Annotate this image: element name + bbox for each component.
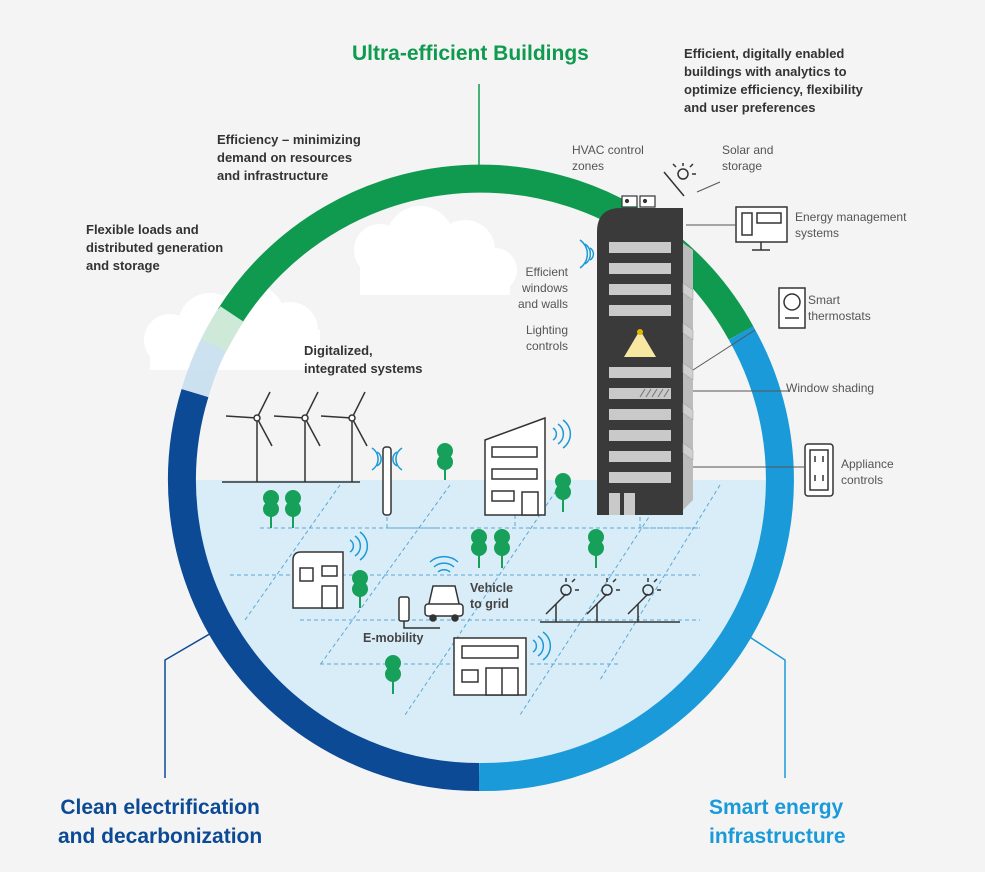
callout-lines (686, 181, 805, 468)
light-cone-icon (624, 330, 656, 357)
ev-charger-icon (398, 596, 440, 629)
ring-light-blue-segment (478, 326, 794, 792)
heading-smart-energy-infrastructure: Smart energy infrastructure (709, 796, 846, 848)
label-energy-management-systems: Energy management systems (795, 210, 907, 240)
tree-icon (437, 443, 453, 480)
solar-panels (540, 578, 680, 623)
electric-car-icon (424, 555, 464, 622)
label-smart-thermostats: Smart thermostats (808, 293, 871, 323)
leader-light-blue (741, 631, 786, 778)
house-icon (292, 531, 369, 609)
shading-hatch (639, 388, 670, 398)
label-e-mobility: E-mobility (363, 631, 424, 645)
label-hvac-control-zones: HVAC control zones (572, 143, 644, 173)
label-appliance-controls: Appliance controls (841, 457, 894, 487)
store-building-icon (453, 631, 552, 696)
leader-dark-blue (164, 631, 214, 778)
tree-icon (555, 473, 571, 512)
heading-ultra-efficient-buildings: Ultra-efficient Buildings (352, 42, 589, 65)
skyscraper (579, 163, 696, 515)
tree-icon (471, 529, 487, 568)
heading-clean-electrification: Clean electrification and decarbonizatio… (58, 796, 263, 848)
annotation-digitalized: Digitalized, integrated systems (304, 343, 423, 376)
label-vehicle-to-grid: Vehicle to grid (470, 581, 514, 611)
tree-icon (352, 570, 368, 608)
tree-icon (385, 655, 401, 694)
energy-management-icon (735, 206, 788, 251)
tree-icon (263, 490, 279, 528)
cloud-top (354, 206, 517, 295)
wind-turbines (222, 391, 368, 483)
thermostat-icon (778, 287, 806, 329)
solar-panel-icon (586, 578, 620, 622)
wind-turbine-icon (273, 391, 321, 482)
label-solar-and-storage: Solar and storage (722, 143, 774, 173)
label-window-shading: Window shading (786, 381, 875, 395)
label-efficient-windows: Efficient windows and walls (517, 265, 568, 311)
outlet-icon (804, 443, 834, 497)
smart-pole-icon (371, 446, 403, 516)
trees (263, 443, 604, 694)
skyscraper-floors (609, 242, 671, 483)
wind-turbine-icon (320, 391, 368, 482)
network-lines (230, 484, 721, 716)
annotation-efficient-buildings: Efficient, digitally enabled buildings w… (684, 46, 863, 115)
office-building-icon (484, 416, 572, 516)
annotation-flexible-loads: Flexible loads and distributed generatio… (86, 222, 224, 273)
roof-solar-icon (663, 163, 696, 197)
tree-icon (588, 529, 604, 568)
annotation-efficiency: Efficiency – minimizing demand on resour… (217, 132, 361, 183)
wind-turbine-icon (225, 391, 273, 482)
tree-icon (494, 529, 510, 568)
tree-icon (285, 490, 301, 528)
hvac-unit-icon (621, 195, 656, 208)
label-lighting-controls: Lighting controls (525, 323, 568, 353)
solar-panel-icon (627, 578, 661, 622)
ring-dark-blue-segment (167, 388, 480, 791)
solar-panel-icon (545, 578, 579, 622)
